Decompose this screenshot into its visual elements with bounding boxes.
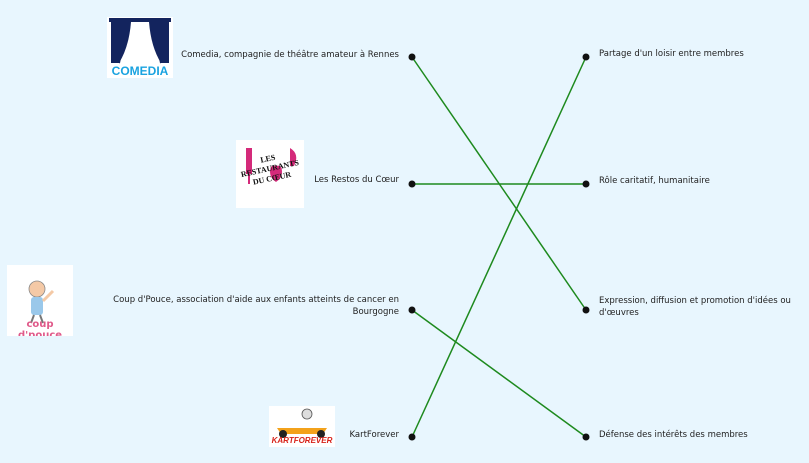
connection-line-kartforever-loisir[interactable] bbox=[411, 56, 587, 438]
right-label-expression: Expression, diffusion et promotion d'idé… bbox=[599, 296, 791, 318]
comedia-logo-text: COMEDIA bbox=[111, 64, 169, 78]
left-label-kartforever: KartForever bbox=[349, 430, 399, 440]
comedia-logo: COMEDIA bbox=[107, 17, 173, 78]
right-label-loisir: Partage d'un loisir entre membres bbox=[599, 49, 744, 59]
right-dot-expression[interactable] bbox=[582, 306, 590, 314]
right-dot-loisir[interactable] bbox=[582, 53, 590, 61]
coupdepouce-logo-text: coup d'pouce bbox=[17, 319, 63, 336]
kartforever-logo-text: KARTFOREVER bbox=[271, 436, 333, 445]
restos-logo: LES RESTAURANTS DU CŒUR bbox=[236, 140, 304, 208]
connection-line-coupdepouce-defense[interactable] bbox=[411, 309, 587, 438]
left-dot-coupdepouce[interactable] bbox=[408, 306, 416, 314]
right-dot-caritatif[interactable] bbox=[582, 180, 590, 188]
left-label-comedia: Comedia, compagnie de théâtre amateur à … bbox=[181, 50, 399, 60]
coupdepouce-logo: coup d'pouce bbox=[7, 265, 73, 336]
left-dot-restos[interactable] bbox=[408, 180, 416, 188]
left-dot-kartforever[interactable] bbox=[408, 433, 416, 441]
right-label-defense: Défense des intérêts des membres bbox=[599, 430, 748, 440]
left-dot-comedia[interactable] bbox=[408, 53, 416, 61]
left-label-restos: Les Restos du Cœur bbox=[314, 175, 399, 185]
right-label-caritatif: Rôle caritatif, humanitaire bbox=[599, 176, 710, 186]
kartforever-logo: KARTFOREVER bbox=[269, 406, 335, 447]
left-label-coupdepouce: Coup d'Pouce, association d'aide aux enf… bbox=[113, 295, 399, 317]
right-dot-defense[interactable] bbox=[582, 433, 590, 441]
